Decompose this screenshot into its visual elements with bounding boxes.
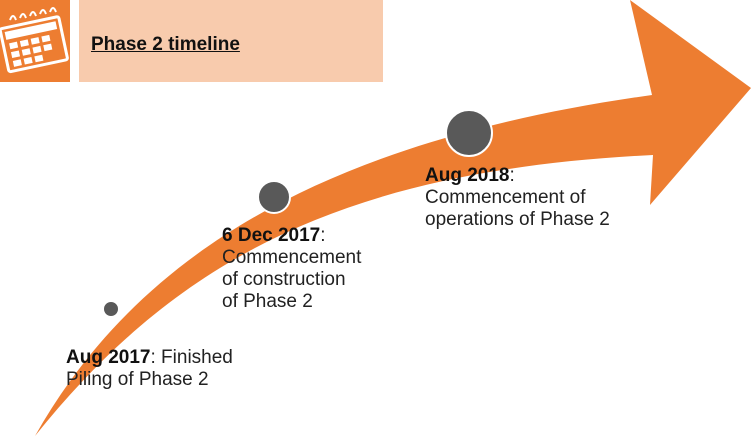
milestone-description-line: operations of Phase 2: [425, 209, 610, 230]
milestone-date: 6 Dec 2017: [222, 225, 321, 246]
milestone-description-line: Piling of Phase 2: [66, 369, 209, 390]
milestone-date: Aug 2018: [425, 165, 510, 186]
milestone-marker-3: [445, 109, 493, 157]
milestone-description-line: Finished: [161, 347, 233, 368]
calendar-icon: [0, 7, 69, 74]
milestone-3: Aug 2018: Commencement of operations of …: [425, 165, 610, 230]
milestone-marker-2: [257, 180, 291, 214]
page-title: Phase 2 timeline: [91, 34, 240, 55]
milestone-1: Aug 2017: Finished Piling of Phase 2: [66, 347, 233, 390]
arrow-shape: [35, 0, 751, 436]
header-icon-box: [0, 0, 70, 82]
header-title-box: Phase 2 timeline: [79, 0, 383, 82]
milestone-description-line: Commencement: [222, 247, 362, 268]
milestone-date: Aug 2017: [66, 347, 151, 368]
milestone-2: 6 Dec 2017: Commencement of construction…: [222, 225, 362, 312]
milestone-marker-1: [102, 300, 120, 318]
milestone-description-line: of Phase 2: [222, 291, 313, 312]
milestone-description-line: of construction: [222, 269, 346, 290]
milestone-description-line: Commencement of: [425, 187, 586, 208]
